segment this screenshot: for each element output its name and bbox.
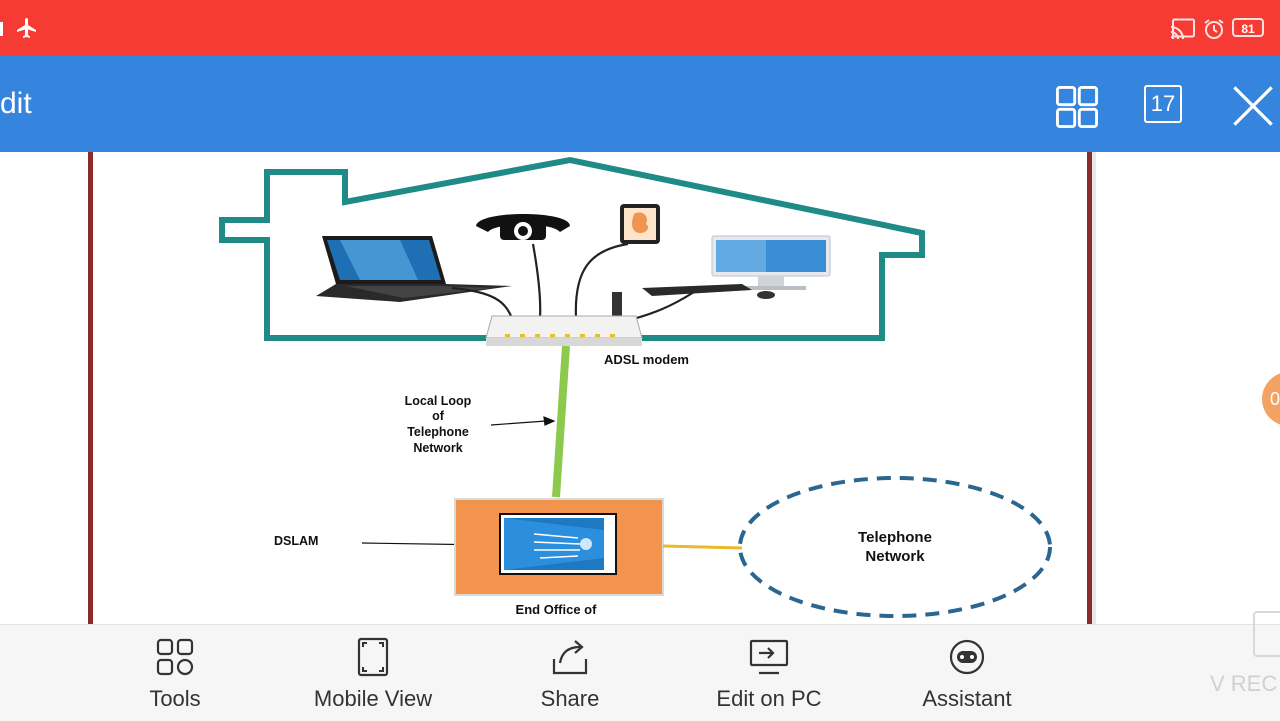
dslam-network-link bbox=[662, 544, 743, 550]
tools-button[interactable]: Tools bbox=[115, 625, 235, 721]
grid-view-icon[interactable] bbox=[1054, 84, 1100, 130]
assistant-icon bbox=[949, 639, 985, 675]
battery-icon: 81 bbox=[1232, 18, 1264, 37]
cast-icon bbox=[1170, 18, 1195, 40]
share-button[interactable]: Share bbox=[510, 625, 630, 721]
telephone-network-label-2: Network bbox=[865, 548, 925, 565]
desktop-computer-image bbox=[642, 235, 831, 299]
tools-grid-icon bbox=[156, 638, 194, 676]
recorder-watermark-icon bbox=[1253, 611, 1280, 657]
local-loop-line bbox=[552, 345, 570, 498]
assistant-button[interactable]: Assistant bbox=[907, 625, 1027, 721]
page-count: 17 bbox=[1150, 91, 1176, 116]
page-count-button[interactable]: 17 bbox=[1144, 85, 1182, 123]
document-viewer[interactable]: ADSL modem Local Loop of Telephone Netwo… bbox=[0, 152, 1280, 624]
bottom-toolbar: Tools Mobile View Share Edit on PC bbox=[0, 611, 1280, 721]
battery-level: 81 bbox=[1241, 22, 1255, 36]
local-loop-line-2: of bbox=[432, 409, 445, 423]
document-title: dit bbox=[0, 87, 32, 120]
edit-on-pc-button[interactable]: Edit on PC bbox=[704, 625, 834, 721]
floating-assistant-bubble[interactable]: 0 bbox=[1262, 372, 1280, 426]
modem-label: ADSL modem bbox=[604, 352, 689, 367]
assistant-label: Assistant bbox=[922, 686, 1012, 711]
telephone-network-label-1: Telephone bbox=[858, 529, 932, 546]
mobile-view-button[interactable]: Mobile View bbox=[303, 625, 443, 721]
end-office-label: End Office of bbox=[516, 602, 598, 617]
local-loop-line-3: Telephone bbox=[407, 425, 469, 439]
app-header: dit 17 bbox=[0, 56, 1280, 152]
recorder-watermark: V REC bbox=[1210, 671, 1278, 696]
share-icon bbox=[552, 640, 588, 675]
device-cables bbox=[451, 242, 695, 324]
adsl-modem-image bbox=[485, 292, 643, 346]
mobile-view-label: Mobile View bbox=[313, 686, 433, 711]
dslam-label: DSLAM bbox=[274, 534, 318, 548]
local-loop-line-1: Local Loop bbox=[405, 394, 472, 408]
adsl-diagram: ADSL modem Local Loop of Telephone Netwo… bbox=[219, 156, 1052, 618]
dslam-box bbox=[454, 498, 664, 596]
close-icon[interactable] bbox=[1230, 83, 1276, 129]
airplane-mode-icon bbox=[17, 18, 36, 38]
tools-label: Tools bbox=[149, 686, 201, 711]
status-edge-mark bbox=[0, 22, 3, 36]
house-outline bbox=[219, 156, 925, 341]
status-bar: 81 bbox=[0, 0, 1280, 56]
edit-on-pc-icon bbox=[749, 639, 789, 675]
page-shadow bbox=[1092, 152, 1096, 624]
telephone-image bbox=[476, 214, 570, 240]
telephone-network-circle bbox=[738, 476, 1052, 618]
smartphone-image bbox=[620, 204, 660, 244]
local-loop-line-4: Network bbox=[413, 441, 462, 455]
floating-bubble-text: 0 bbox=[1270, 389, 1280, 409]
edit-on-pc-label: Edit on PC bbox=[716, 686, 822, 711]
alarm-icon bbox=[1204, 19, 1224, 39]
mobile-view-icon bbox=[357, 637, 389, 677]
share-label: Share bbox=[540, 686, 600, 711]
laptop-image bbox=[316, 236, 512, 302]
